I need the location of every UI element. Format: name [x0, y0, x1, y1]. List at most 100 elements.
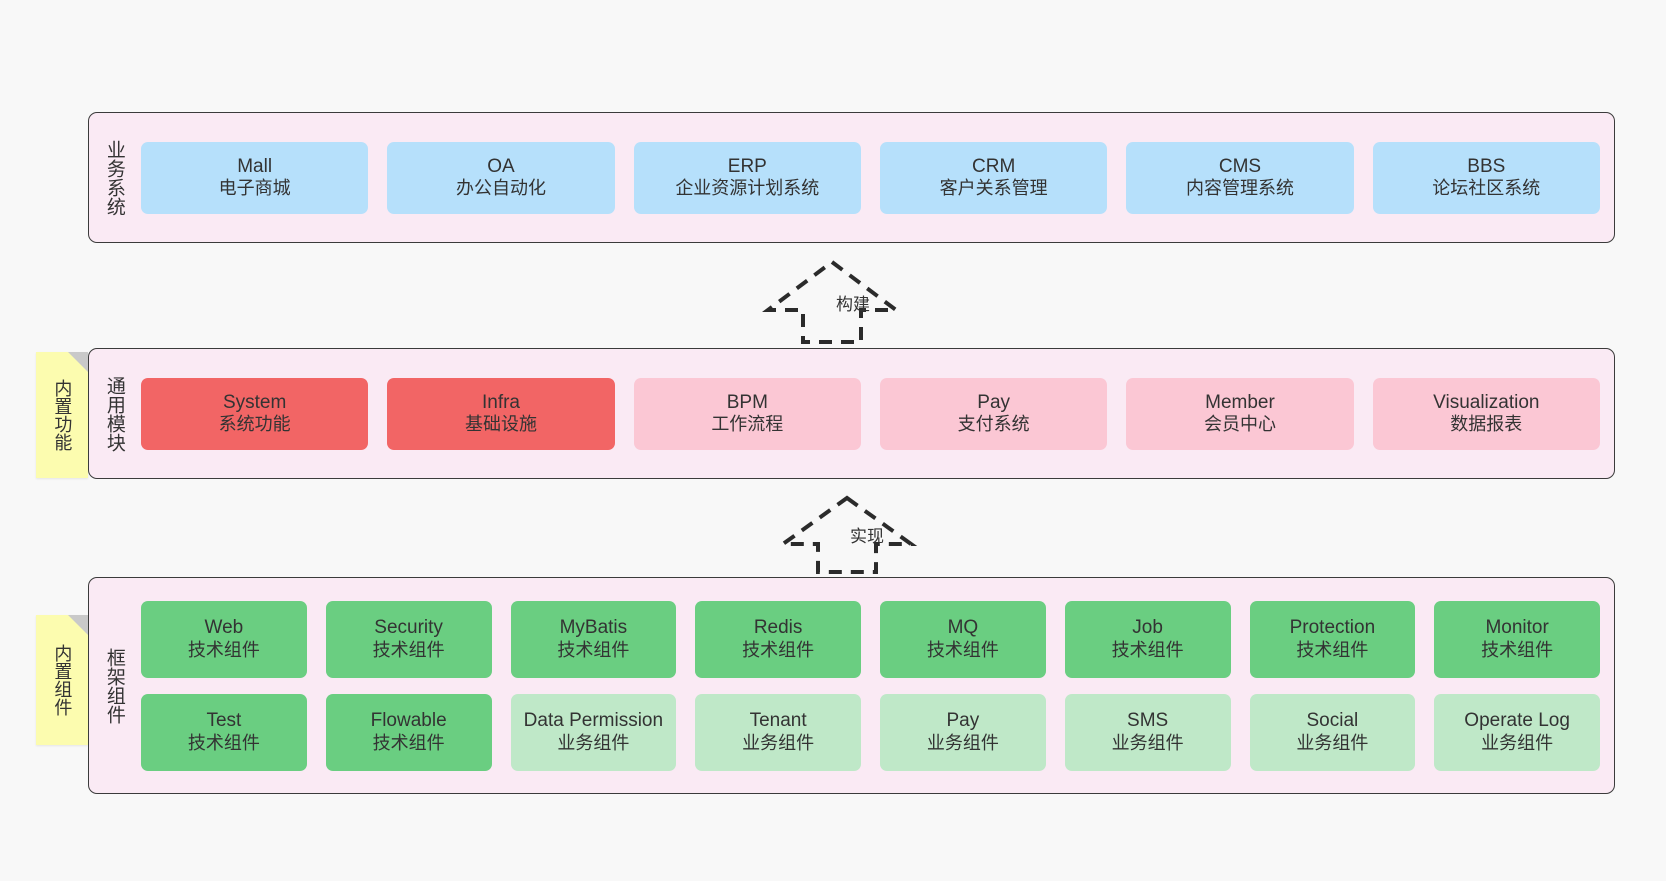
cell-subtitle: 业务组件 [742, 732, 815, 753]
cell-subtitle: 技术组件 [372, 639, 445, 660]
cell-subtitle: 支付系统 [957, 414, 1030, 435]
cell-subtitle: 业务组件 [1111, 732, 1184, 753]
sticky-note-builtin-components-label: 内置组件 [52, 644, 73, 716]
cell-subtitle: 会员中心 [1203, 414, 1276, 435]
cell-title: Data Permission [523, 710, 664, 732]
cell-subtitle: 办公自动化 [455, 178, 546, 199]
band-label-framework-components: 框架组件 [103, 647, 125, 724]
cell-subtitle: 技术组件 [1296, 639, 1369, 660]
arrow-build-label: 构建 [836, 295, 870, 314]
cell-title: ERP [727, 155, 767, 177]
cell-title: BPM [726, 391, 768, 413]
cell-subtitle: 客户关系管理 [939, 178, 1048, 199]
cell-title: CMS [1218, 155, 1262, 177]
cell-title: Pay [946, 710, 980, 732]
cell-subtitle: 工作流程 [711, 414, 784, 435]
band-label-business-system: 业务系统 [103, 139, 125, 216]
arrow-implement: 实现 [772, 492, 922, 577]
cell-title: Protection [1289, 617, 1376, 639]
cell-title: Member [1205, 391, 1275, 413]
cell-subtitle: 技术组件 [372, 732, 445, 753]
sticky-note-builtin-components: 内置组件 [36, 615, 88, 745]
cell-title: BBS [1467, 155, 1506, 177]
cell-subtitle: 业务组件 [926, 732, 999, 753]
cell-title: Security [374, 617, 443, 639]
cell-title: MQ [947, 617, 979, 639]
cell-title: CRM [972, 155, 1016, 177]
cell-subtitle: 基础设施 [464, 414, 537, 435]
cell-subtitle: 系统功能 [218, 414, 291, 435]
cell-subtitle: 技术组件 [1111, 639, 1184, 660]
arrow-build: 构建 [757, 256, 907, 348]
cell-subtitle: 技术组件 [187, 639, 260, 660]
cell-title: Job [1132, 617, 1163, 639]
cell-subtitle: 电子商城 [218, 178, 291, 199]
cell-subtitle: 技术组件 [557, 639, 630, 660]
cell-title: Operate Log [1464, 710, 1570, 732]
cell-title: System [222, 391, 287, 413]
arrow-implement-label: 实现 [850, 527, 884, 546]
cell-subtitle: 技术组件 [1481, 639, 1554, 660]
cell-title: OA [487, 155, 515, 177]
band-label-common-modules: 通用模块 [103, 375, 125, 452]
note-fold-corner-icon [68, 615, 88, 635]
cell-title: Social [1306, 710, 1359, 732]
cell-title: MyBatis [559, 617, 628, 639]
cell-subtitle: 论坛社区系统 [1432, 178, 1541, 199]
cell-title: SMS [1127, 710, 1169, 732]
cell-subtitle: 数据报表 [1450, 414, 1523, 435]
cell-subtitle: 技术组件 [742, 639, 815, 660]
cell-title: Monitor [1485, 617, 1549, 639]
note-fold-corner-icon [68, 352, 88, 372]
cell-subtitle: 技术组件 [926, 639, 999, 660]
cell-subtitle: 业务组件 [557, 732, 630, 753]
cell-subtitle: 内容管理系统 [1185, 178, 1294, 199]
cell-title: Visualization [1433, 391, 1540, 413]
cell-title: Test [206, 710, 242, 732]
cell-subtitle: 技术组件 [187, 732, 260, 753]
cell-title: Mall [237, 155, 273, 177]
sticky-note-builtin-functions-label: 内置功能 [52, 379, 73, 451]
cell-title: Pay [977, 391, 1011, 413]
sticky-note-builtin-functions: 内置功能 [36, 352, 88, 478]
cell-title: Flowable [370, 710, 447, 732]
